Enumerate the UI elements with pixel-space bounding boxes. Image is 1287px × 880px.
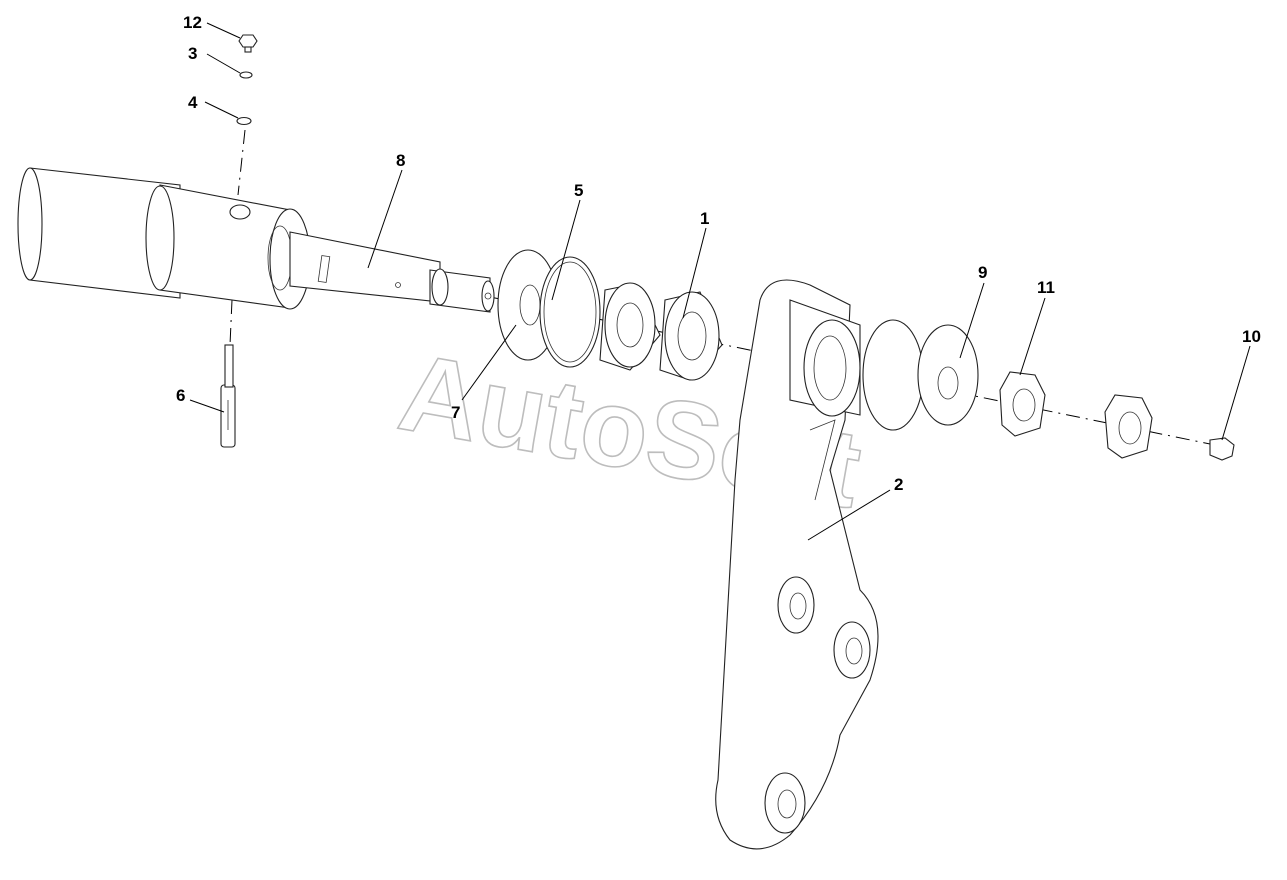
- callout-11: 11: [1037, 278, 1055, 297]
- leader-5: [551, 199, 581, 301]
- bolt-head: [238, 34, 258, 48]
- lever-rib: [809, 419, 836, 501]
- ring-5-outer: [539, 256, 601, 368]
- ring-right-of-lever: [862, 319, 924, 431]
- part-3-washer: [239, 71, 253, 79]
- bolt-shank: [244, 46, 252, 53]
- callout-7: 7: [451, 403, 460, 422]
- bearing-right-bore: [677, 311, 707, 361]
- callout-3: 3: [188, 44, 197, 63]
- callout-4: 4: [188, 93, 198, 112]
- leader-2: [807, 489, 891, 541]
- housing-left-face: [145, 185, 175, 291]
- second-nut-bore: [1118, 411, 1142, 445]
- part-9-washer: [917, 324, 979, 426]
- leader-12: [206, 22, 241, 39]
- callout-2: 2: [894, 475, 903, 494]
- shaft-keyway: [317, 255, 331, 283]
- ring-5-inner: [543, 261, 597, 363]
- second-nut-body: [1104, 394, 1153, 459]
- part-1-bearing-right: [659, 291, 723, 381]
- lever-hole-1: [777, 576, 815, 634]
- second-nut: [1104, 394, 1153, 459]
- leader-6: [189, 399, 225, 413]
- leader-1: [682, 227, 707, 319]
- part-8-shaft: [17, 167, 495, 313]
- bearing-right-face: [664, 291, 720, 381]
- lever-boss-bore: [813, 335, 847, 401]
- lever-hole-2: [833, 621, 871, 679]
- pin-tip: [224, 344, 234, 388]
- leader-8: [367, 169, 403, 269]
- callout-6: 6: [176, 386, 185, 405]
- lever-hole-2-inner: [845, 637, 863, 665]
- washer-9-inner: [937, 366, 959, 400]
- lever-hole-3: [764, 772, 806, 834]
- part-4-washer: [236, 116, 252, 126]
- part-5-ring: [539, 256, 601, 368]
- lever-boss-face: [803, 319, 861, 417]
- part-1-bearing-left: [599, 282, 661, 371]
- shaft-step-face: [431, 268, 449, 306]
- part-6-pin: [220, 344, 236, 448]
- callout-9: 9: [978, 263, 987, 282]
- callout-12: 12: [183, 13, 202, 32]
- leader-lines: [189, 22, 1251, 541]
- shaft-small-hole: [395, 282, 401, 288]
- vertical-axis-bottom: [229, 299, 233, 346]
- part-11-nut: [999, 371, 1046, 437]
- leader-11: [1019, 297, 1046, 376]
- bearing-left-bore: [616, 302, 644, 348]
- nipple-body: [1209, 437, 1235, 461]
- housing-pin-hole: [229, 204, 251, 220]
- shaft-tip-hole: [484, 292, 492, 300]
- leader-4: [204, 101, 239, 119]
- lever-hole-1-inner: [789, 592, 807, 620]
- lever-body: [715, 279, 879, 850]
- part-2-lever: [715, 279, 879, 850]
- part-12-bolt: [238, 34, 258, 53]
- callout-labels: 12 3 4 8 5 1 9 11 10 6 7 2: [176, 13, 1261, 494]
- nut-11-body: [999, 371, 1046, 437]
- nut-11-bore: [1012, 388, 1036, 422]
- shaft-tip-face: [481, 280, 495, 312]
- leader-10: [1221, 345, 1251, 441]
- callout-8: 8: [396, 151, 405, 170]
- shaft-spindle: [289, 231, 441, 303]
- leader-3: [206, 53, 241, 74]
- vertical-axis-top: [237, 129, 246, 196]
- shaft-left-end: [17, 167, 43, 281]
- bearing-left-face: [604, 282, 656, 368]
- leader-9: [959, 282, 985, 359]
- part-10-nipple: [1209, 437, 1235, 461]
- leader-7: [461, 324, 517, 401]
- callout-10: 10: [1242, 327, 1261, 346]
- washer-9-outer: [917, 324, 979, 426]
- lever-hole-3-inner: [777, 789, 797, 819]
- callout-5: 5: [574, 181, 583, 200]
- callout-1: 1: [700, 209, 709, 228]
